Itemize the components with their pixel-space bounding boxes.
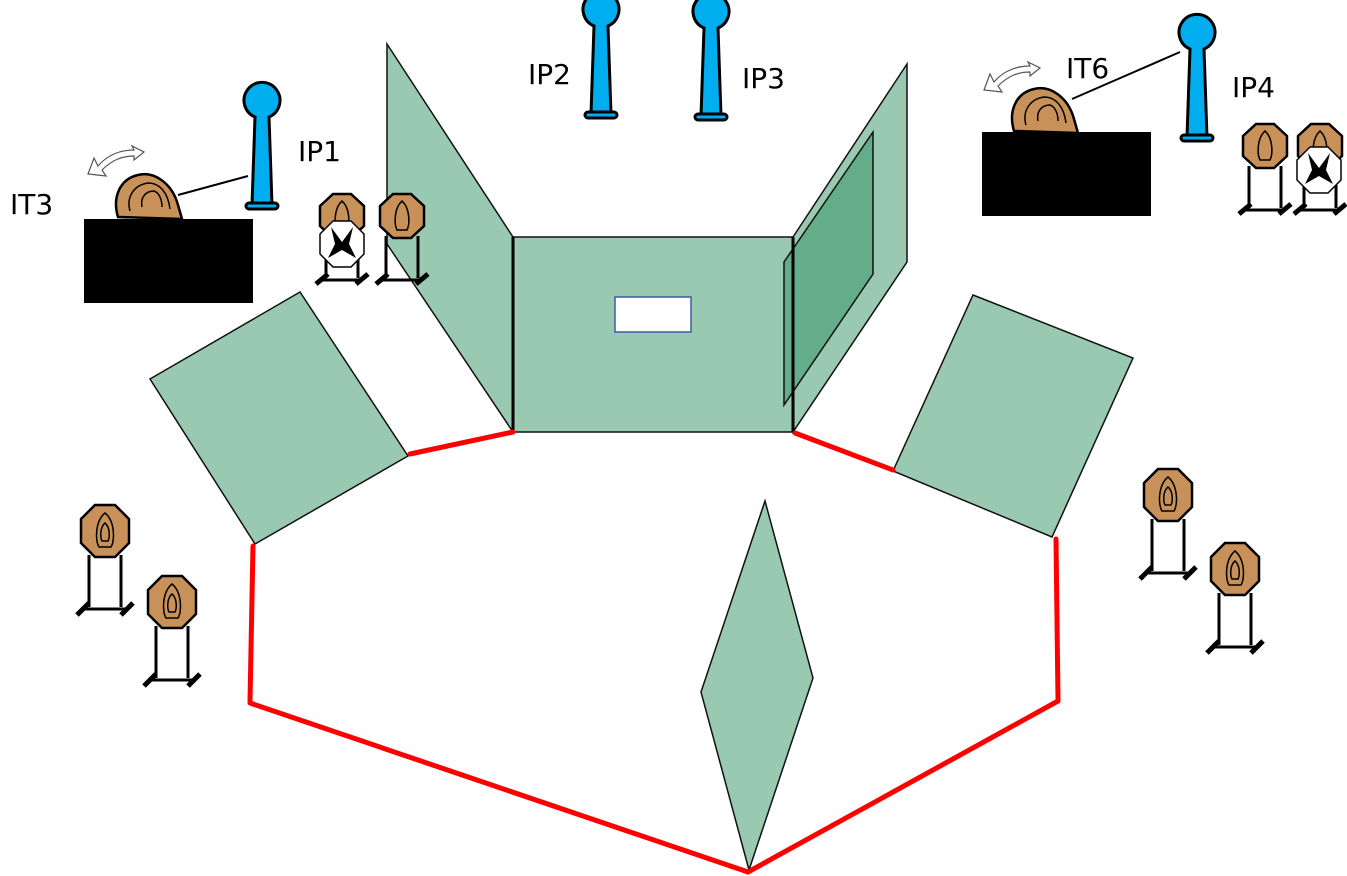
no-shoot-target-right [1294,124,1346,214]
swing-arrow-icon [983,61,1041,93]
fault-line-left [247,543,256,704]
label-ip3: IP3 [742,62,785,95]
label-ip4: IP4 [1232,71,1275,104]
label-it6: IT6 [1066,52,1109,85]
steel-plate-stand-icon [1239,124,1291,214]
fault-line-bottom [247,698,1061,875]
right-wing-window-panel [783,129,874,408]
steel-plate-stand-icon [77,505,133,615]
right-angled-panel [891,294,1135,538]
label-it3: IT3 [10,188,53,221]
popper-target-icon [691,0,731,122]
swinging-plate-icon [114,172,184,221]
popper-target-icon [242,80,282,211]
popper-target-icon [581,0,621,120]
steel-plate-stand-icon [1207,543,1263,653]
no-shoot-mark [328,227,356,258]
steel-plate-stand-icon [1140,469,1196,579]
fault-line-left-upper [407,429,516,457]
diamond-panel [700,498,814,873]
swinging-plate-icon [1010,86,1080,135]
swinger-cable-right [1071,51,1181,100]
label-ip2: IP2 [528,58,571,91]
popper-target-icon [1177,12,1217,143]
center-window [614,296,692,333]
no-shoot-target-left [316,194,368,284]
left-angled-panel [148,290,410,546]
swing-arrow-icon [87,145,145,177]
steel-plate-stand-icon [144,576,200,686]
center-wall-panel [512,236,794,433]
label-ip1: IP1 [298,135,341,168]
swinger-cable-left [177,175,249,196]
no-shoot-mark [1305,153,1333,184]
fault-line-right-upper [792,430,896,473]
left-table [84,219,253,303]
right-table [982,132,1151,216]
fault-line-right [1053,536,1061,703]
